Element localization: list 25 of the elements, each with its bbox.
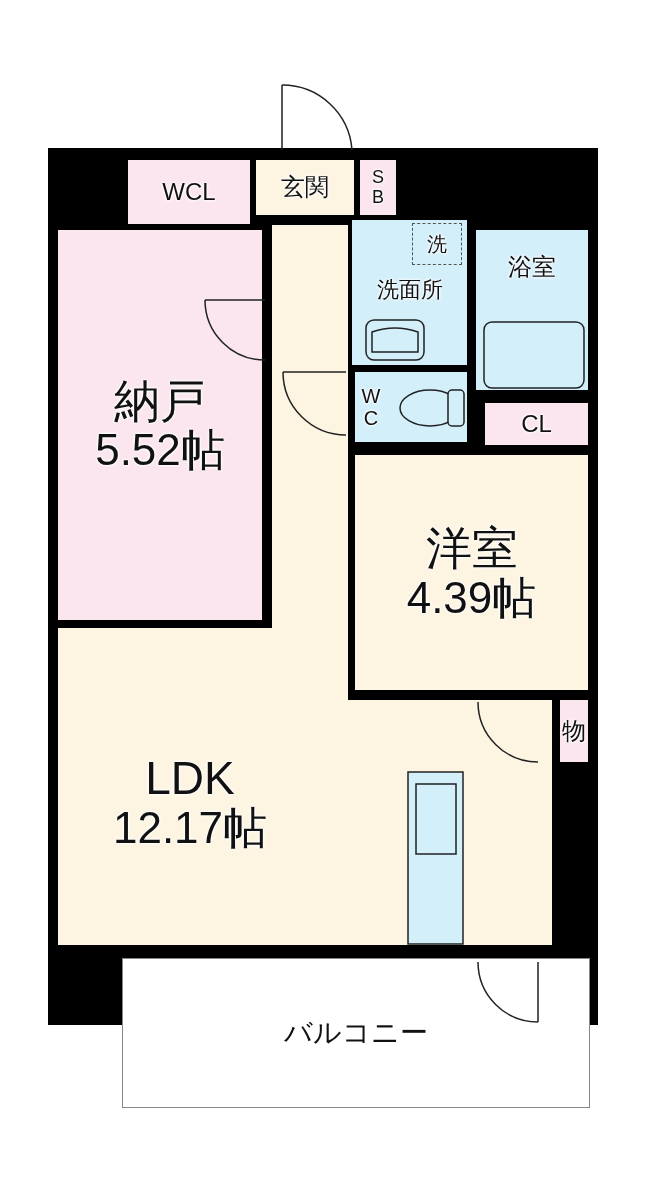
room-label: W C — [360, 385, 382, 429]
living-dining-kitchen-room — [58, 700, 552, 945]
room-label: バルコニー — [284, 1017, 428, 1049]
room-label: S B — [371, 167, 385, 208]
room-label: LDK — [145, 753, 235, 804]
room-label: WCL — [162, 178, 216, 206]
room-label: 玄関 — [281, 174, 329, 201]
room-label: 納戸 — [114, 375, 206, 427]
western-room — [355, 455, 588, 690]
walk-in-closet-room — [128, 160, 250, 224]
area-label: 4.39帖 — [406, 573, 537, 622]
room-label: 洗 — [427, 233, 447, 255]
shoe-box-area — [360, 160, 396, 215]
room-label: CL — [521, 410, 552, 438]
storage-closet — [560, 700, 588, 762]
closet — [485, 403, 588, 445]
room-label: 洗面所 — [376, 277, 443, 303]
washer-space — [412, 223, 462, 265]
room-label: 洋室 — [425, 523, 518, 574]
storage-room — [58, 230, 262, 620]
entrance-area — [256, 160, 354, 215]
room-label: 物 — [562, 717, 586, 745]
room-label: 浴室 — [508, 254, 556, 281]
area-label: 5.52帖 — [95, 426, 225, 475]
area-label: 12.17帖 — [112, 803, 268, 852]
